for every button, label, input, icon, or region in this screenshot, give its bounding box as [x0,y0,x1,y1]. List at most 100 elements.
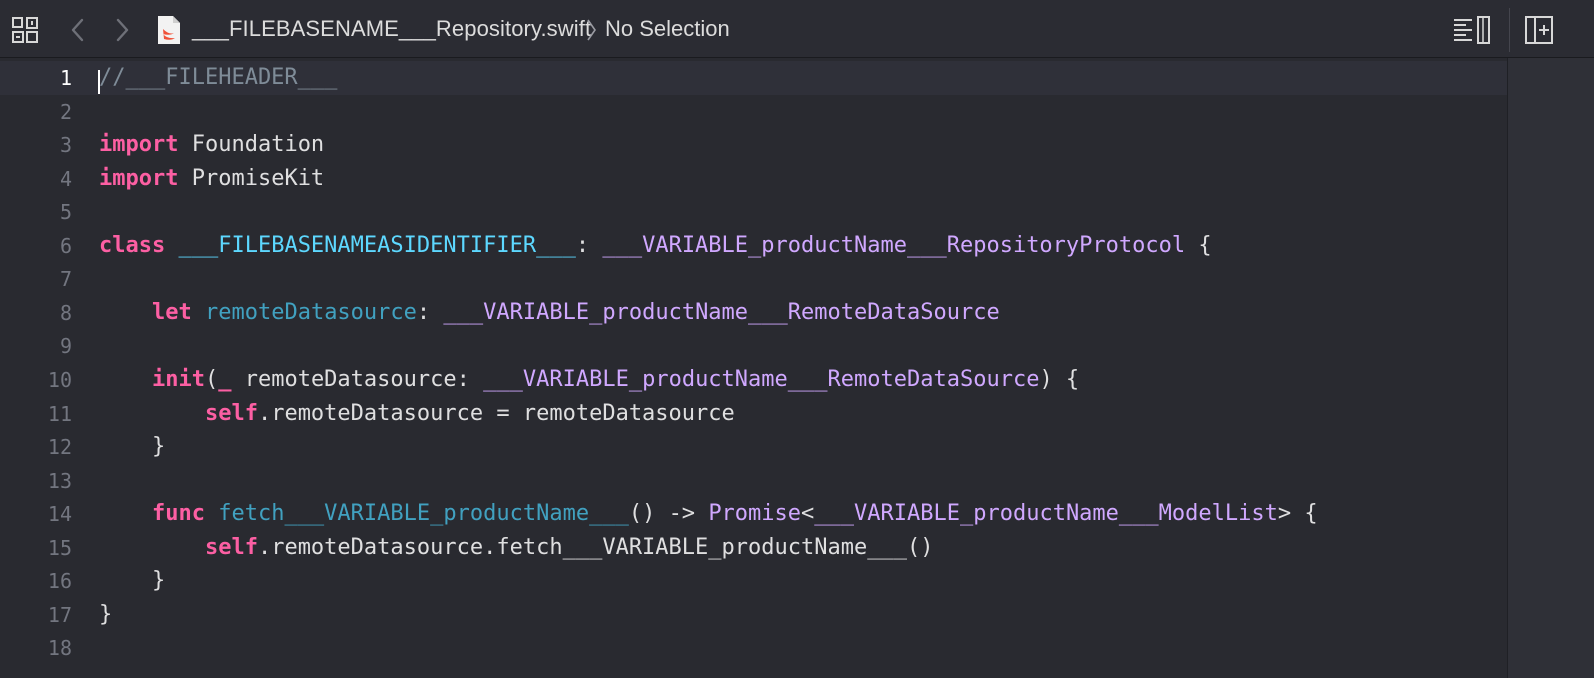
code-token: : [575,232,603,258]
code-token: init [151,366,205,392]
code-token [99,535,205,560]
code-token: class [99,232,166,258]
code-line[interactable]: 11 self.remoteDatasource = remoteDatasou… [0,397,1507,431]
jump-bar: ___FILEBASENAME___Repository.swift No Se… [0,0,1594,58]
code-text[interactable]: } [99,598,112,632]
code-token: .remoteDatasource = remoteDatasource [257,400,735,426]
text-caret [98,70,100,94]
code-token: ___FILEBASENAMEASIDENTIFIER___ [178,232,576,258]
grid-icon[interactable] [10,15,40,45]
line-number: 1 [59,66,72,90]
code-line[interactable]: 13 [0,464,1507,498]
code-token: ___VARIABLE_productName___RepositoryProt… [602,232,1186,258]
code-line[interactable]: 9 [0,329,1507,363]
code-text[interactable]: func fetch___VARIABLE_productName___() -… [99,497,1318,531]
line-number: 13 [47,468,72,493]
line-number: 8 [59,300,72,325]
code-token: //___FILEHEADER___ [99,65,338,90]
code-token: } [99,601,113,627]
line-number: 15 [47,535,72,560]
code-text[interactable]: init(_ remoteDatasource: ___VARIABLE_pro… [99,363,1079,397]
code-text[interactable]: } [99,430,165,464]
line-number: 16 [47,569,72,594]
code-token: () -> [628,501,709,527]
line-number: 2 [59,99,72,124]
minimap-panel [1507,58,1594,678]
code-token [99,401,205,426]
code-line[interactable]: 7 [0,262,1507,296]
code-token: remoteDatasource: [231,366,484,392]
line-number: 6 [59,233,72,258]
line-number: 18 [47,636,72,661]
code-token: self [204,400,258,426]
code-token: ) { [1039,366,1080,392]
code-token [205,501,218,526]
line-number: 12 [47,435,72,460]
code-line[interactable]: 14 func fetch___VARIABLE_productName___(… [0,497,1507,531]
code-line[interactable]: 5 [0,195,1507,229]
code-text[interactable]: self.remoteDatasource = remoteDatasource [99,397,735,431]
code-token: import [99,165,179,191]
code-line[interactable]: 10 init(_ remoteDatasource: ___VARIABLE_… [0,363,1507,397]
code-token: : [416,299,444,325]
breadcrumb-selection[interactable]: No Selection [605,16,730,41]
code-line[interactable]: 2 [0,95,1507,129]
code-text[interactable]: import PromiseKit [99,162,324,196]
breadcrumb-file[interactable]: ___FILEBASENAME___Repository.swift [192,16,592,41]
line-number: 5 [59,200,72,225]
code-token: .remoteDatasource.fetch___VARIABLE_produ… [257,534,934,560]
chevron-right-icon [584,16,598,44]
code-text[interactable]: class ___FILEBASENAMEASIDENTIFIER___: __… [99,229,1212,263]
line-number: 7 [59,267,72,292]
chevron-left-icon[interactable] [64,15,92,45]
code-line[interactable]: 15 self.remoteDatasource.fetch___VARIABL… [0,531,1507,565]
code-line[interactable]: 18 [0,631,1507,665]
add-editor-icon[interactable] [1522,13,1556,47]
code-token: Promise [708,501,802,527]
line-number: 9 [59,334,72,359]
line-number: 4 [59,166,72,191]
code-token: ___VARIABLE_productName___ModelList [814,501,1278,527]
code-line[interactable]: 17} [0,598,1507,632]
line-number: 10 [47,367,72,392]
code-token [192,300,205,325]
code-line[interactable]: 6 class ___FILEBASENAMEASIDENTIFIER___: _… [0,229,1507,263]
code-token [99,367,152,392]
code-token: remoteDatasource [204,299,417,325]
code-token: func [151,501,205,527]
code-token [99,300,152,325]
toolbar-divider [1509,8,1510,52]
line-number: 3 [59,133,72,158]
code-token [99,501,152,526]
code-text[interactable]: import Foundation [99,128,324,162]
code-line[interactable]: 3 import Foundation [0,128,1507,162]
code-line[interactable]: 12 } [0,430,1507,464]
code-token: ___VARIABLE_productName___RemoteDataSour… [443,299,1000,325]
code-token: < [801,501,815,527]
code-token: { [1185,232,1212,258]
line-number: 14 [47,502,72,527]
code-line[interactable]: 4 import PromiseKit [0,162,1507,196]
code-token: let [151,299,192,325]
code-token: ___VARIABLE_productName___RemoteDataSour… [483,366,1040,392]
code-token [165,233,178,258]
code-token: ( [204,366,219,392]
source-editor[interactable]: 1 //___FILEHEADER___ 2 3 import Foundation 4 i… [0,58,1507,678]
code-text[interactable]: } [99,564,165,598]
code-line[interactable]: 8 let remoteDatasource: ___VARIABLE_prod… [0,296,1507,330]
swift-file-icon [156,14,182,46]
chevron-right-icon[interactable] [108,15,136,45]
code-token: } [99,434,166,460]
code-text[interactable]: //___FILEHEADER___ [99,61,337,95]
code-text[interactable]: let remoteDatasource: ___VARIABLE_produc… [99,296,1000,330]
minimap-icon[interactable] [1452,14,1492,46]
code-line[interactable]: 1 //___FILEHEADER___ [0,61,1507,95]
code-line[interactable]: 16 } [0,564,1507,598]
code-token: Foundation [178,132,325,158]
code-token: self [204,534,258,560]
line-number: 17 [47,602,72,627]
code-text[interactable]: self.remoteDatasource.fetch___VARIABLE_p… [99,531,934,565]
code-token: PromiseKit [178,165,325,191]
code-token: fetch___VARIABLE_productName___ [218,501,629,527]
